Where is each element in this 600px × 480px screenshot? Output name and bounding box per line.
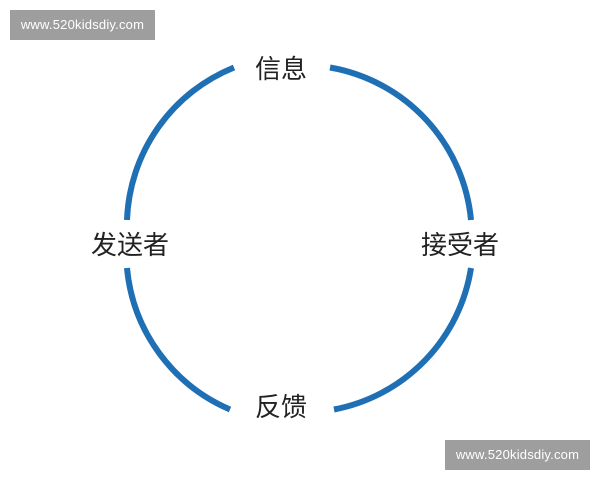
arc-feedback-to-sender [124,267,232,413]
arc-receiver-to-feedback [333,267,474,413]
node-info: 信息 [254,55,307,85]
node-feedback: 反馈 [254,393,307,423]
node-sender: 发送者 [90,231,169,261]
arc-sender-to-info [124,64,236,221]
node-receiver: 接受者 [420,231,499,261]
watermark-bottom: www.520kidsdiy.com [445,440,590,470]
arc-info-to-receiver [329,64,474,221]
watermark-top: www.520kidsdiy.com [10,10,155,40]
